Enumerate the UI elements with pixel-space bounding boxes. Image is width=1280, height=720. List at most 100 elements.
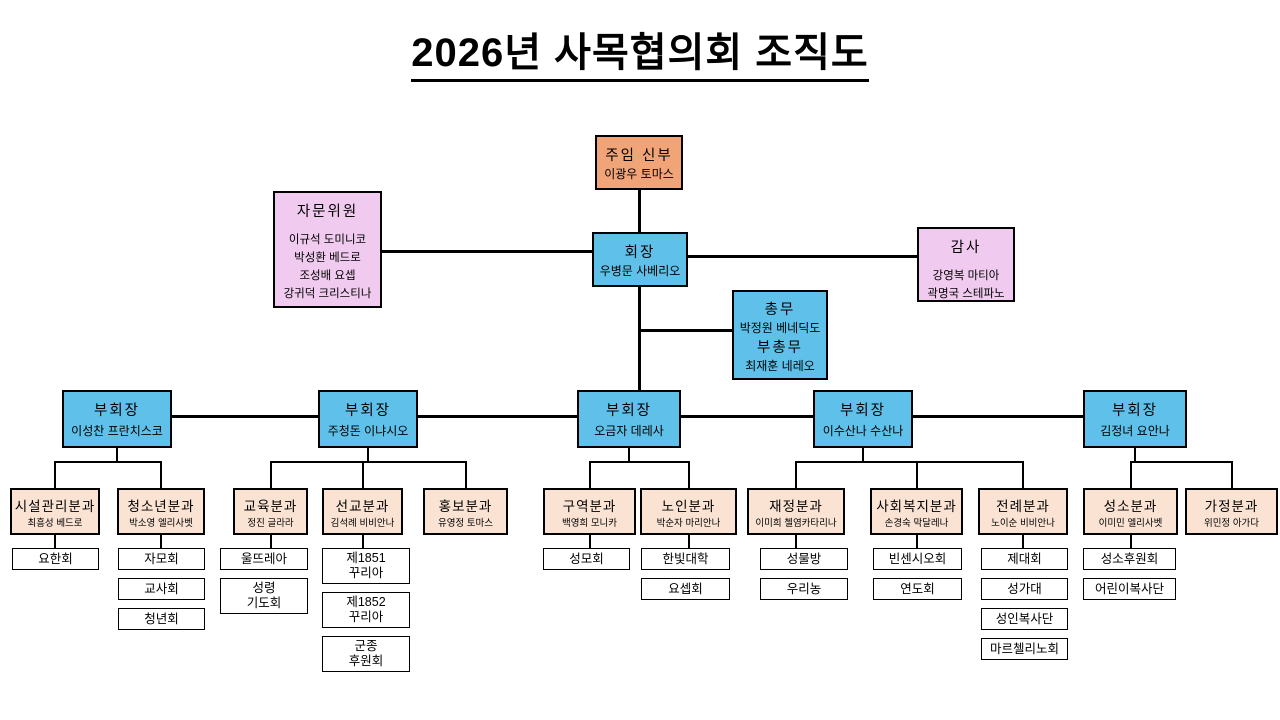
org-node-group: 성인복사단 xyxy=(981,608,1068,630)
org-node-group: 청년회 xyxy=(118,608,205,630)
connector-line xyxy=(795,461,1024,463)
node-title: 부회장 xyxy=(344,403,392,419)
node-title: 구역분과 xyxy=(562,499,617,514)
node-title: 가정분과 xyxy=(1204,499,1259,514)
node-member: 곽명국 스테파노 xyxy=(927,288,1005,300)
node-title: 노인분과 xyxy=(661,499,716,514)
node-name: 이수산나 수산나 xyxy=(822,424,904,438)
node-title: 교육분과 xyxy=(243,499,298,514)
connector-line xyxy=(160,461,162,488)
org-node-group: 요셉회 xyxy=(641,578,730,600)
org-node-group: 제1851 꾸리아 xyxy=(322,548,410,584)
node-member: 박성환 베드로 xyxy=(294,252,361,264)
connector-line xyxy=(1130,535,1132,548)
connector-line xyxy=(589,461,591,488)
node-title: 시설관리분과 xyxy=(14,499,96,514)
node-title: 홍보분과 xyxy=(438,499,493,514)
node-title: 감사 xyxy=(950,240,982,256)
org-node-secretary: 총무 박정원 베네딕도 부총무 최재훈 네레오 xyxy=(732,290,828,380)
node-name: 유영정 토마스 xyxy=(437,518,494,529)
node-member: 강귀덕 크리스티나 xyxy=(283,288,372,300)
org-node-group: 교사회 xyxy=(118,578,205,600)
connector-line xyxy=(638,190,641,232)
node-title: 전례분과 xyxy=(996,499,1050,514)
node-name: 정진 글라라 xyxy=(247,518,294,529)
connector-line xyxy=(160,535,162,548)
node-subname: 최재훈 네레오 xyxy=(745,359,815,373)
connector-line xyxy=(916,535,918,548)
node-title: 총무 xyxy=(764,302,796,318)
connector-line xyxy=(628,448,630,463)
org-node-group: 한빛대학 xyxy=(641,548,730,570)
node-name: 이미민 엘리사벳 xyxy=(1098,518,1163,529)
node-member: 조성배 요셉 xyxy=(299,270,356,282)
org-node-group: 울뜨레아 xyxy=(220,548,308,570)
node-name: 백영희 모니카 xyxy=(561,518,618,529)
connector-line xyxy=(795,535,797,548)
node-name: 김정녀 요안나 xyxy=(1100,424,1170,438)
page-title-text: 2026년 사목협의회 조직도 xyxy=(411,31,869,82)
node-title: 부회장 xyxy=(605,403,653,419)
connector-line xyxy=(367,448,369,463)
org-node-group: 마르첼리노회 xyxy=(981,638,1068,660)
org-node-group: 성물방 xyxy=(760,548,848,570)
org-node-group: 성가대 xyxy=(981,578,1068,600)
connector-line xyxy=(1022,535,1024,548)
node-title: 선교분과 xyxy=(335,499,390,514)
node-name: 손경숙 막달레나 xyxy=(884,518,949,529)
connector-line xyxy=(916,461,918,488)
org-node-group: 자모회 xyxy=(118,548,205,570)
connector-line xyxy=(270,461,467,463)
node-name: 주청돈 이냐시오 xyxy=(327,424,409,438)
connector-line xyxy=(688,535,690,548)
connector-line xyxy=(54,461,56,488)
node-title: 재정분과 xyxy=(769,499,823,514)
connector-line xyxy=(54,461,162,463)
node-subtitle: 부총무 xyxy=(756,340,804,356)
node-name: 위민정 아가다 xyxy=(1203,518,1260,529)
connector-line xyxy=(589,535,591,548)
node-name: 김석례 비비안나 xyxy=(330,518,395,529)
node-name: 이미희 첼염카타리나 xyxy=(755,518,837,529)
connector-line xyxy=(1022,461,1024,488)
org-node-group: 제1852 꾸리아 xyxy=(322,592,410,628)
org-node-pastor: 주임 신부 이광우 토마스 xyxy=(595,135,683,190)
connector-line xyxy=(362,461,364,488)
node-title: 주임 신부 xyxy=(605,148,673,164)
node-name: 우병문 사베리오 xyxy=(599,264,681,278)
node-member: 강영복 마티아 xyxy=(932,270,1000,282)
connector-line xyxy=(362,535,364,548)
node-name: 박순자 마리안나 xyxy=(656,518,721,529)
connector-line xyxy=(270,461,272,488)
node-name: 박정원 베네딕도 xyxy=(739,321,821,335)
org-node-group: 연도회 xyxy=(873,578,962,600)
node-title: 회장 xyxy=(624,245,656,261)
org-node-group: 성모회 xyxy=(543,548,630,570)
connector-line xyxy=(270,535,272,548)
org-node-group: 어린이복사단 xyxy=(1083,578,1176,600)
org-node-group: 빈센시오회 xyxy=(873,548,962,570)
connector-line xyxy=(465,461,467,488)
connector-line xyxy=(1231,461,1233,488)
node-title: 성소분과 xyxy=(1103,499,1158,514)
node-name: 노이순 비비안나 xyxy=(991,518,1055,529)
node-name: 오금자 데레사 xyxy=(594,424,664,438)
org-node-group: 성령 기도회 xyxy=(220,578,308,614)
connector-line xyxy=(1130,461,1132,488)
connector-line xyxy=(382,250,592,253)
org-node-chair: 회장 우병문 사베리오 xyxy=(592,232,688,287)
org-node-group: 요한회 xyxy=(12,548,99,570)
node-name: 이광우 토마스 xyxy=(604,167,674,181)
